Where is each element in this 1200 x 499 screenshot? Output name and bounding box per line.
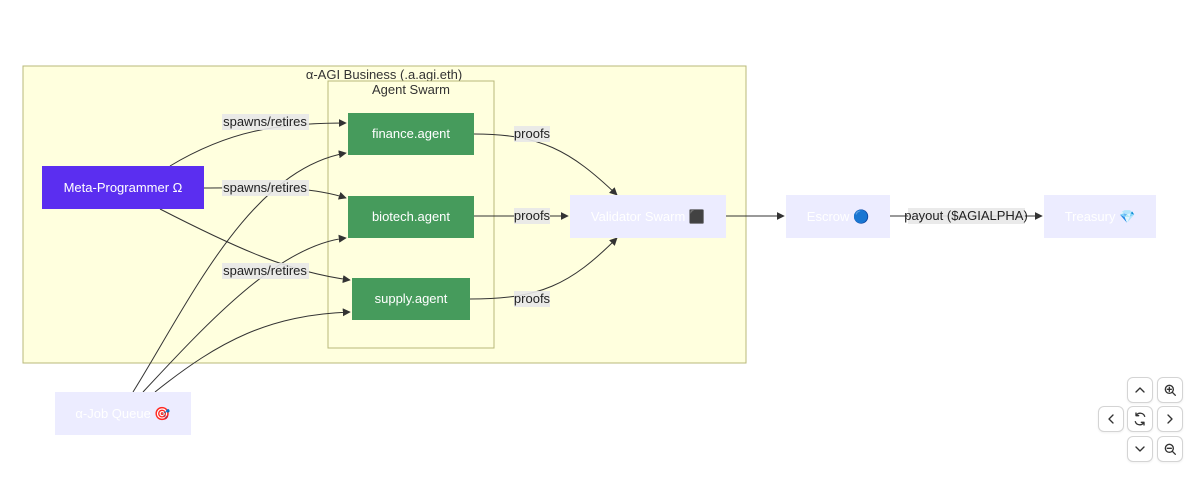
reset-view-button[interactable] xyxy=(1127,406,1153,432)
cluster-business-title: α-AGI Business (.a.agi.eth) xyxy=(306,67,462,82)
node-validator-swarm-label: Validator Swarm ⬛ xyxy=(591,209,705,224)
pan-right-button[interactable] xyxy=(1157,406,1183,432)
edge-finance-to-validator xyxy=(473,133,618,196)
node-biotech-agent-label: biotech.agent xyxy=(372,209,450,224)
svg-text:spawns/retires: spawns/retires xyxy=(223,114,307,129)
edge-label-proofs-3: proofs xyxy=(514,291,551,307)
edge-supply-to-validator xyxy=(469,237,618,300)
chevron-left-icon xyxy=(1108,414,1114,424)
svg-text:spawns/retires: spawns/retires xyxy=(223,263,307,278)
refresh-icon xyxy=(1134,412,1146,426)
node-meta-programmer-label: Meta-Programmer Ω xyxy=(64,180,183,195)
node-finance-agent-label: finance.agent xyxy=(372,126,450,141)
edge-label-spawns-3: spawns/retires xyxy=(222,263,309,279)
edge-queue-to-biotech xyxy=(142,234,347,393)
cluster-agent-swarm-title: Agent Swarm xyxy=(372,82,450,97)
edge-queue-to-supply xyxy=(154,308,351,393)
zoom-out-icon xyxy=(1164,443,1176,455)
chevron-down-icon xyxy=(1135,446,1145,452)
zoom-out-button[interactable] xyxy=(1157,436,1183,462)
svg-text:proofs: proofs xyxy=(514,291,551,306)
svg-text:proofs: proofs xyxy=(514,208,551,223)
pan-up-button[interactable] xyxy=(1127,377,1153,403)
node-job-queue[interactable]: α-Job Queue 🎯 xyxy=(55,392,191,435)
node-job-queue-label: α-Job Queue 🎯 xyxy=(75,406,170,421)
node-escrow-label: Escrow 🔵 xyxy=(807,209,869,224)
zoom-in-button[interactable] xyxy=(1157,377,1183,403)
edge-meta-to-supply xyxy=(159,208,351,284)
chevron-right-icon xyxy=(1167,414,1173,424)
node-biotech-agent[interactable]: biotech.agent xyxy=(348,196,474,238)
edge-queue-to-finance xyxy=(132,150,347,393)
node-finance-agent[interactable]: finance.agent xyxy=(348,113,474,155)
edge-meta-to-finance xyxy=(169,119,347,167)
edge-label-spawns-2: spawns/retires xyxy=(222,180,309,196)
svg-text:proofs: proofs xyxy=(514,126,551,141)
node-treasury[interactable]: Treasury 💎 xyxy=(1044,195,1156,238)
node-escrow[interactable]: Escrow 🔵 xyxy=(786,195,890,238)
pan-left-button[interactable] xyxy=(1098,406,1124,432)
svg-text:payout ($AGIALPHA): payout ($AGIALPHA) xyxy=(904,208,1028,223)
svg-text:spawns/retires: spawns/retires xyxy=(223,180,307,195)
chevron-up-icon xyxy=(1135,387,1145,393)
node-supply-agent[interactable]: supply.agent xyxy=(352,278,470,320)
zoom-in-icon xyxy=(1164,384,1176,396)
node-validator-swarm[interactable]: Validator Swarm ⬛ xyxy=(570,195,726,238)
edge-label-payout: payout ($AGIALPHA) xyxy=(904,208,1028,224)
node-meta-programmer[interactable]: Meta-Programmer Ω xyxy=(42,166,204,209)
node-treasury-label: Treasury 💎 xyxy=(1065,209,1136,224)
pan-down-button[interactable] xyxy=(1127,436,1153,462)
edge-label-proofs-1: proofs xyxy=(514,126,551,142)
edge-label-proofs-2: proofs xyxy=(514,208,551,224)
node-supply-agent-label: supply.agent xyxy=(375,291,448,306)
edge-label-spawns-1: spawns/retires xyxy=(222,114,309,130)
